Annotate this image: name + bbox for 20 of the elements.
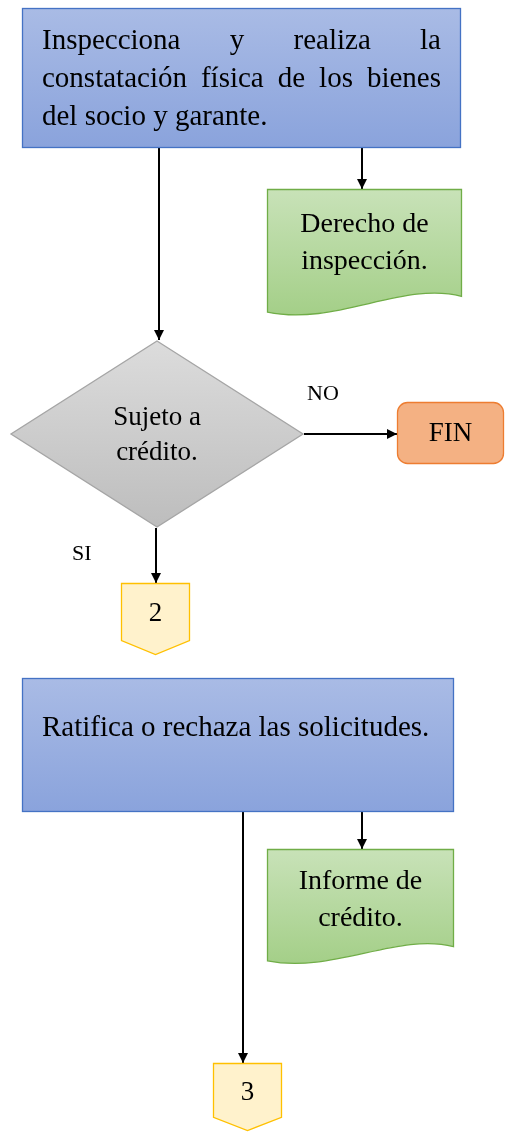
arrow [154,147,164,341]
arrow [357,811,367,850]
connector-number: 3 [240,1075,255,1109]
terminator-box [397,402,504,464]
decision-diamond [10,340,304,528]
process-text: Inspecciona y realiza la constatación física de los bienes del socio y garante. [41,22,442,133]
arrow [151,527,161,584]
arrow [303,429,398,439]
document-text: Informe de crédito. [297,863,424,934]
process-text: Ratifica o rechaza las solicitudes. [41,709,431,744]
off-page-connector [121,583,190,655]
decision-text: Sujeto a crédito. [112,399,202,468]
terminator-text: FIN [428,416,473,450]
off-page-connector [213,1063,282,1131]
process-box [22,8,461,148]
connector-number: 2 [148,596,163,630]
arrow [238,811,248,1064]
process-box [22,678,454,812]
arrow [357,147,367,190]
document-text: Derecho de inspección. [299,206,430,277]
